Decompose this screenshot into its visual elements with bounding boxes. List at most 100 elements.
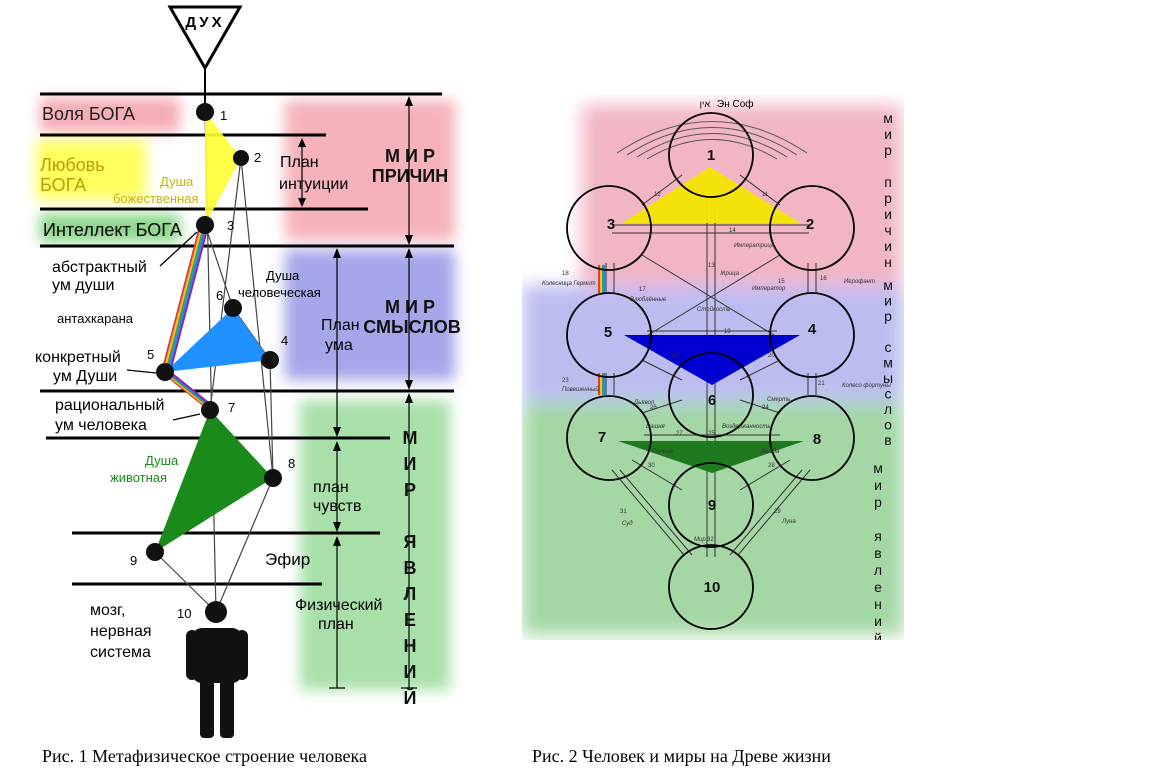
- yellow-triangle: [622, 167, 800, 223]
- svg-text:Душа: Душа: [145, 453, 179, 468]
- rational-mind-2: ум человека: [55, 417, 147, 434]
- svg-text:божественная: божественная: [113, 191, 199, 206]
- svg-text:7: 7: [598, 429, 606, 446]
- node-2: [233, 150, 249, 166]
- vertical-letter: ч: [884, 222, 891, 238]
- nodes: [146, 103, 282, 622]
- vertical-letter: о: [884, 417, 892, 433]
- svg-text:Душа: Душа: [266, 268, 300, 283]
- svg-text:8: 8: [813, 431, 821, 448]
- sephira-10: [668, 544, 754, 630]
- svg-text:животная: животная: [110, 470, 167, 485]
- svg-text:Жрица: Жрица: [719, 271, 740, 277]
- label-arrows: [126, 231, 201, 421]
- svg-text:6: 6: [708, 392, 716, 409]
- spirit-triangle: ДУХ: [167, 5, 243, 111]
- svg-text:13: 13: [708, 263, 715, 269]
- abstract-mind-2: ум души: [52, 277, 114, 294]
- svg-text:31: 31: [620, 509, 627, 515]
- svg-text:18: 18: [562, 271, 569, 277]
- svg-text:19: 19: [724, 329, 731, 335]
- animal-soul-triangle: [155, 410, 273, 552]
- svg-text:3: 3: [227, 218, 234, 233]
- soul-labels: Душа божественная Душа человеческая Душа…: [110, 174, 321, 485]
- vertical-letter: р: [884, 308, 892, 324]
- svg-text:12: 12: [654, 192, 661, 198]
- node-numbers: 1 2 3 4 5 6 7 8 9 10: [130, 108, 295, 621]
- vertical-letter: ы: [883, 370, 893, 386]
- vertical-letter: Е: [404, 610, 416, 630]
- svg-text:Воздержанность: Воздержанность: [722, 424, 770, 430]
- svg-text:17: 17: [639, 287, 646, 293]
- svg-text:человеческая: человеческая: [238, 285, 321, 300]
- left-labels: Воля БОГА Любовь БОГА Интеллект БОГА абс…: [35, 104, 310, 661]
- svg-text:Луна: Луна: [781, 519, 796, 525]
- svg-text:М И Р: М И Р: [385, 146, 435, 166]
- node-8: [264, 469, 282, 487]
- concrete-mind-1: конкретный: [35, 349, 121, 366]
- sephirot-numbers: 1 3 2 5 4 6 7 8 9 10: [598, 147, 821, 596]
- vertical-letter: л: [884, 401, 892, 417]
- intellect-label: Интеллект БОГА: [43, 220, 182, 240]
- sephira-6: [668, 352, 754, 438]
- svg-text:Смерть: Смерть: [767, 397, 790, 403]
- svg-text:план: план: [313, 479, 349, 496]
- vertical-letter: р: [884, 190, 892, 206]
- vertical-letter: Л: [404, 584, 417, 604]
- vertical-letter: р: [874, 494, 882, 510]
- node-4: [261, 351, 279, 369]
- svg-text:10: 10: [177, 606, 191, 621]
- svg-text:6: 6: [216, 288, 223, 303]
- sephira-1: [668, 112, 754, 198]
- svg-text:Колесница Гермит: Колесница Гермит: [542, 281, 596, 287]
- svg-text:10: 10: [704, 579, 721, 596]
- svg-text:8: 8: [288, 456, 295, 471]
- svg-text:Иерофант: Иерофант: [844, 279, 875, 285]
- sephira-7: [566, 395, 652, 481]
- svg-text:Солнце: Солнце: [652, 449, 674, 455]
- vertical-letter: Н: [404, 636, 417, 656]
- world-meanings-zone: [285, 250, 455, 380]
- sephira-3: [566, 185, 652, 271]
- world-labels: М И Р ПРИЧИН М И Р СМЫСЛОВ: [363, 146, 461, 337]
- svg-text:Колесо фортуны: Колесо фортуны: [842, 383, 891, 389]
- svg-text:2: 2: [254, 150, 261, 165]
- vertical-letter: л: [874, 562, 882, 578]
- svg-text:20: 20: [768, 353, 775, 359]
- node-9: [146, 543, 164, 561]
- vertical-letter: и: [884, 206, 892, 222]
- ether-label: Эфир: [265, 550, 310, 569]
- vertical-letter: м: [873, 460, 883, 476]
- svg-text:4: 4: [281, 333, 288, 348]
- svg-text:4: 4: [808, 321, 817, 338]
- concrete-mind-2: ум Души: [53, 368, 117, 385]
- love-label-1: Любовь: [40, 155, 105, 175]
- svg-text:26: 26: [650, 405, 657, 411]
- svg-text:Суд: Суд: [622, 521, 633, 527]
- vertical-letter: и: [884, 238, 892, 254]
- vertical-letter: Я: [404, 532, 417, 552]
- vertical-letter: м: [883, 110, 893, 126]
- human-figure: [186, 601, 248, 738]
- world-manifestation-zone: [300, 400, 450, 690]
- svg-text:Дьявол: Дьявол: [633, 400, 655, 406]
- svg-text:7: 7: [228, 400, 235, 415]
- svg-text:Повешенный: Повешенный: [562, 386, 599, 393]
- vertical-letter: И: [404, 454, 417, 474]
- svg-text:3: 3: [607, 216, 615, 233]
- svg-text:25: 25: [708, 431, 715, 437]
- sephirot-circles: [566, 112, 855, 630]
- antahkarana-bridge: [160, 225, 216, 409]
- svg-text:интуиции: интуиции: [279, 176, 348, 193]
- brain-label-3: система: [90, 644, 151, 661]
- sephira-2: [769, 185, 855, 271]
- ein-sof-glyph: אין: [700, 99, 711, 109]
- vertical-letter: В: [404, 558, 417, 578]
- svg-text:30: 30: [648, 463, 655, 469]
- sephira-8: [769, 395, 855, 481]
- svg-text:план: план: [318, 616, 354, 633]
- vertical-letter: Й: [404, 687, 417, 708]
- svg-text:Влюблённые: Влюблённые: [630, 297, 667, 303]
